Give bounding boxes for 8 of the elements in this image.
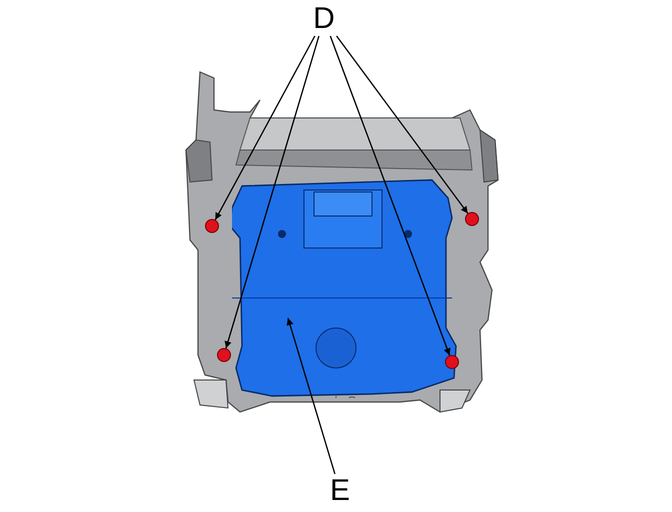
control-module-drawing xyxy=(232,178,458,398)
leader-line xyxy=(286,318,336,474)
callout-letter: D xyxy=(310,2,338,36)
leader-line xyxy=(214,36,316,220)
leader-line xyxy=(330,36,450,356)
callout-letter: E xyxy=(326,474,354,508)
leader-line xyxy=(336,36,468,214)
leader-line xyxy=(224,36,320,348)
